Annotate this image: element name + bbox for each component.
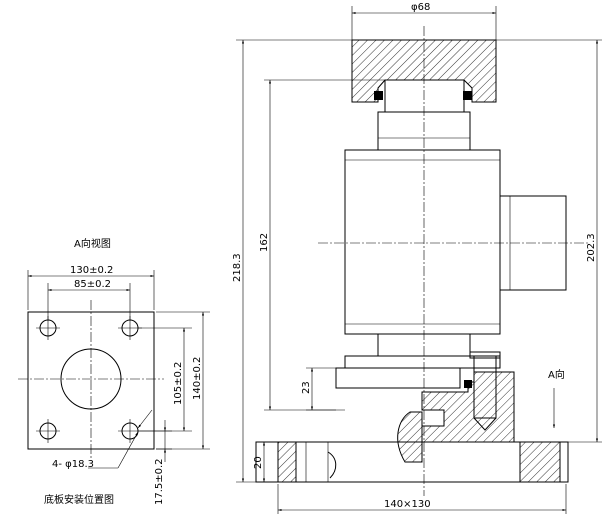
- dim-17-label: 17.5±0.2: [154, 458, 165, 505]
- bolt-holes: [36, 316, 142, 443]
- seal-right: [463, 91, 472, 100]
- main-body: [344, 149, 501, 335]
- direction-a: A向: [548, 368, 565, 428]
- bolt-head: [469, 351, 501, 359]
- hole-callout-label: 4- φ18.3: [52, 459, 94, 470]
- seal-lower: [464, 380, 472, 388]
- base-hatch-left: [277, 441, 297, 483]
- dir-a-label: A向: [548, 368, 565, 381]
- base-plate: [255, 441, 569, 483]
- seal-left: [374, 91, 383, 100]
- dim-height-20: 20: [253, 441, 278, 483]
- dim-base-size-label: 140×130: [384, 499, 431, 510]
- dim-overall-height: 218.3: [232, 39, 352, 483]
- dim-162-label: 162: [259, 233, 270, 252]
- base-title: 底板安装位置图: [44, 493, 114, 506]
- dim-218-label: 218.3: [232, 253, 243, 282]
- bolt: [473, 355, 497, 419]
- dim-width-130: 130±0.2: [27, 265, 155, 310]
- dim-height-23: 23: [301, 367, 336, 411]
- dim-23-label: 23: [301, 381, 312, 394]
- dim-202-label: 202.3: [586, 233, 597, 262]
- a-view: A向视图 130±0.2 85±0.2: [18, 237, 210, 506]
- upper-neck: [384, 80, 465, 112]
- dim-height-202: 202.3: [496, 39, 602, 443]
- lower-block: [335, 367, 461, 389]
- dim-140-label: 140±0.2: [192, 357, 203, 400]
- dim-85-label: 85±0.2: [74, 279, 111, 290]
- a-view-title: A向视图: [74, 237, 111, 250]
- dim-130-label: 130±0.2: [70, 265, 113, 276]
- dim-width-85: 85±0.2: [47, 279, 131, 320]
- dim-base-size: 140×130: [277, 484, 567, 514]
- dim-offset-17: 17.5±0.2: [142, 420, 172, 505]
- dim-height-105: 105±0.2: [138, 327, 192, 432]
- base-hatch-right: [519, 441, 561, 483]
- break-section: [397, 411, 423, 463]
- hole-callout: 4- φ18.3: [52, 409, 153, 470]
- dim-top-diameter: φ68: [351, 2, 497, 40]
- dim-top-dia-label: φ68: [411, 2, 430, 13]
- dim-105-label: 105±0.2: [173, 362, 184, 405]
- center-hole: [60, 348, 122, 410]
- dim-20-label: 20: [253, 456, 264, 469]
- dim-height-162: 162: [259, 79, 385, 411]
- side-view: φ68: [232, 2, 602, 514]
